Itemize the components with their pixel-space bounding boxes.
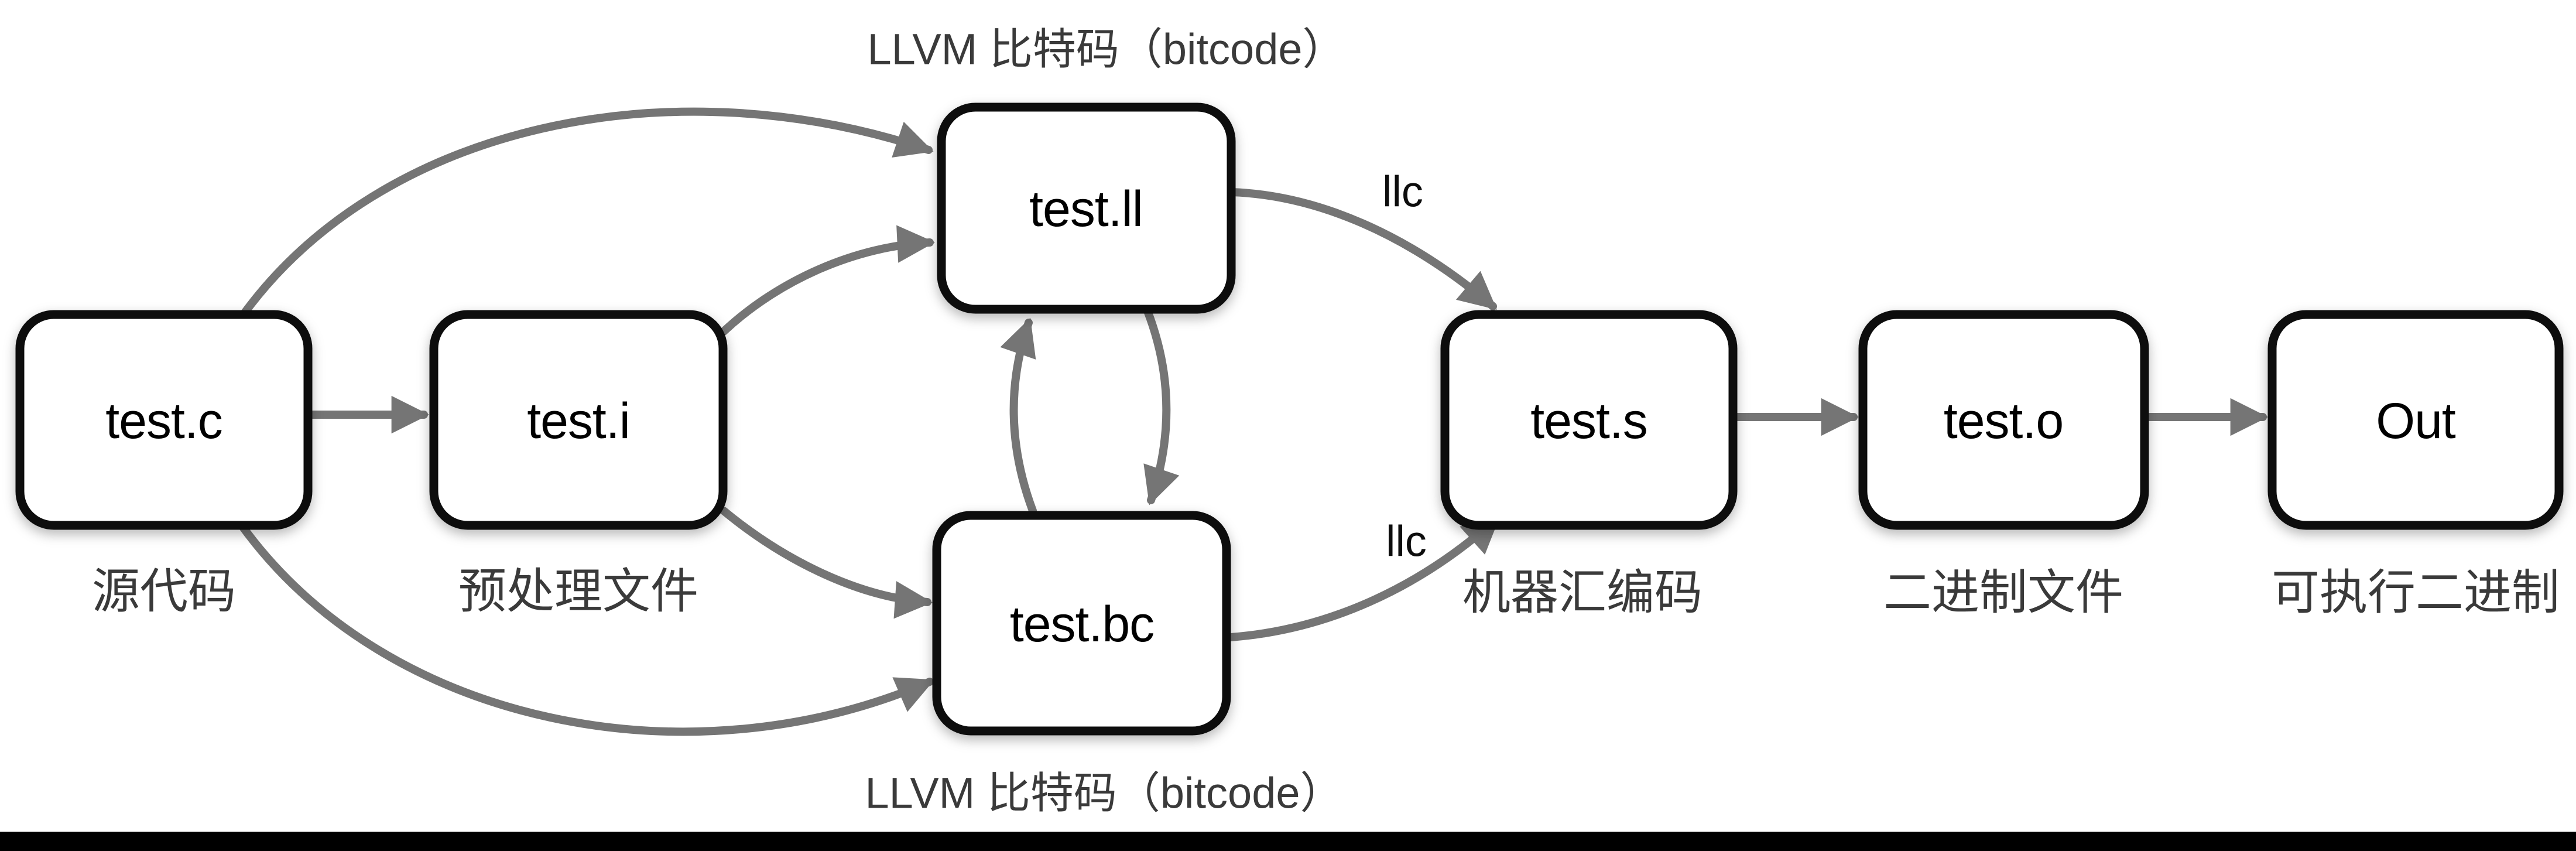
node-test-o-box <box>1858 310 2149 530</box>
node-test-o-label: test.o <box>1944 393 2063 449</box>
edge-testc-to-testll-arrow <box>237 107 934 322</box>
sublabel-source-code: 源代码 <box>92 565 236 618</box>
edge-label-llc-bottom: llc <box>1386 517 1427 566</box>
node-test-bc-box <box>932 511 1231 736</box>
node-test-i-box <box>429 310 728 530</box>
edge-testbc-to-tests-llc-arrow <box>1227 515 1501 641</box>
edge-label-llc-top: llc <box>1382 168 1423 216</box>
node-test-bc-label: test.bc <box>1010 596 1154 652</box>
edge-testbc-to-testll-arrow <box>1000 317 1037 515</box>
node-test-s <box>1440 310 1738 530</box>
node-test-c-label: test.c <box>105 393 222 449</box>
node-out-box <box>2267 310 2564 530</box>
node-out <box>2267 310 2564 530</box>
caption-bitcode-top: LLVM 比特码（bitcode） <box>868 25 1346 74</box>
node-test-i <box>429 310 728 530</box>
sublabel-preprocessed-file: 预处理文件 <box>458 565 698 618</box>
sublabel-machine-assembly: 机器汇编码 <box>1462 566 1703 620</box>
node-test-ll-label: test.ll <box>1029 181 1143 237</box>
sublabel-executable-binary: 可执行二进制 <box>2272 566 2560 620</box>
node-out-label: Out <box>2376 393 2456 449</box>
node-test-c-box <box>15 310 313 530</box>
node-test-o <box>1858 310 2149 530</box>
edge-testi-to-testll-arrow <box>720 225 936 336</box>
edge-testi-to-testbc-arrow <box>720 507 933 619</box>
node-test-ll-box <box>937 102 1236 314</box>
node-test-s-label: test.s <box>1530 393 1647 449</box>
node-test-i-label: test.i <box>527 393 630 449</box>
edge-testll-to-testbc-arrow <box>1143 307 1180 505</box>
sublabel-binary-file: 二进制文件 <box>1883 566 2123 620</box>
caption-bitcode-bottom: LLVM 比特码（bitcode） <box>865 769 1344 818</box>
bottom-bar <box>0 832 2576 851</box>
edge-testc-to-testbc-arrow <box>237 521 935 736</box>
node-test-c <box>15 310 313 530</box>
node-test-bc <box>932 511 1231 736</box>
node-test-s-box <box>1440 310 1738 530</box>
node-test-ll <box>937 102 1236 314</box>
edge-testll-to-tests-llc-arrow <box>1227 188 1497 310</box>
